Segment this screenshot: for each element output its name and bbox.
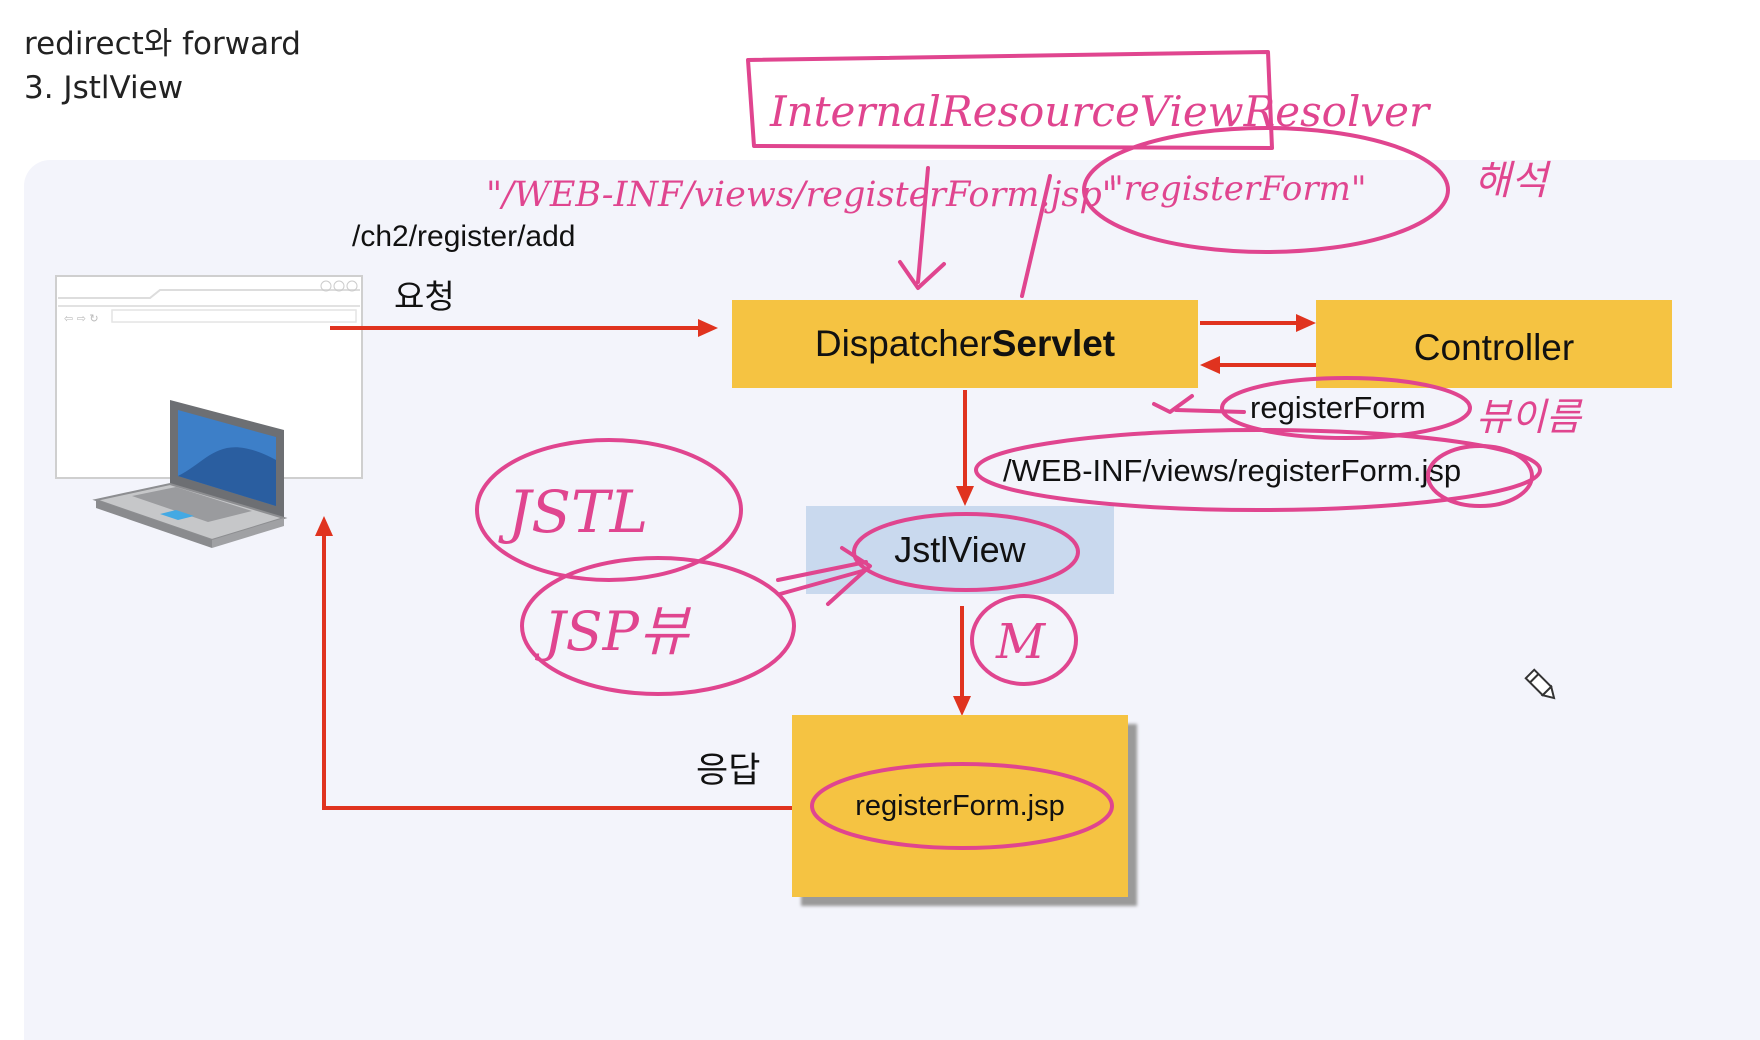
dispatcher-bold: Servlet [991,323,1116,364]
model-annotation: M [995,614,1047,670]
svg-text:⇦ ⇨ ↻: ⇦ ⇨ ↻ [64,312,99,325]
jsp-extension-circle [1426,444,1534,508]
resolve-word-annotation: 해석 [1474,158,1552,204]
response-arrow [322,530,792,810]
resolver-up-stroke [1020,174,1052,298]
register-form-circle [1220,376,1472,440]
page-name-circle [810,762,1114,850]
dispatcher-prefix: Dispatcher [814,323,992,364]
model-circle [970,594,1078,686]
slide-subtitle: 3. JstlView [24,70,184,106]
jstl-view-circle [852,512,1080,592]
controller-box: Controller [1316,300,1672,388]
resolver-down-arrow [898,166,946,290]
slide-title: redirect와 forward [24,26,301,62]
jsp-view-circle [520,556,796,696]
response-label: 응답 [696,751,761,790]
view-path-circle [974,428,1542,512]
view-name-label: registerForm [1250,390,1426,425]
jstl-annotation: JSTL [498,478,648,546]
register-form-jsp-box: registerForm.jsp [792,715,1128,897]
request-label: 요청 [394,278,455,315]
jsp-view-annotation: JSP뷰 [534,600,691,663]
resolved-path-annotation: "/WEB-INF/views/registerForm.jsp" [486,175,1118,215]
view-name-back-arrow [1152,394,1246,414]
pencil-cursor-icon [1524,668,1556,700]
jstl-circle [475,438,743,582]
resolver-box-outline [746,50,1274,150]
resolver-annotation: InternalResourceViewResolver [769,87,1432,136]
jsp-view-arrow [776,546,872,606]
view-name-quoted-annotation: "registerForm" [1108,169,1366,209]
view-path-label: /WEB-INF/views/registerForm.jsp [1003,453,1462,488]
view-name-word-annotation: 뷰이름 [1476,395,1583,439]
view-name-circle [1082,126,1450,254]
request-url-label: /ch2/register/add [352,220,576,253]
laptop-icon [92,400,288,548]
